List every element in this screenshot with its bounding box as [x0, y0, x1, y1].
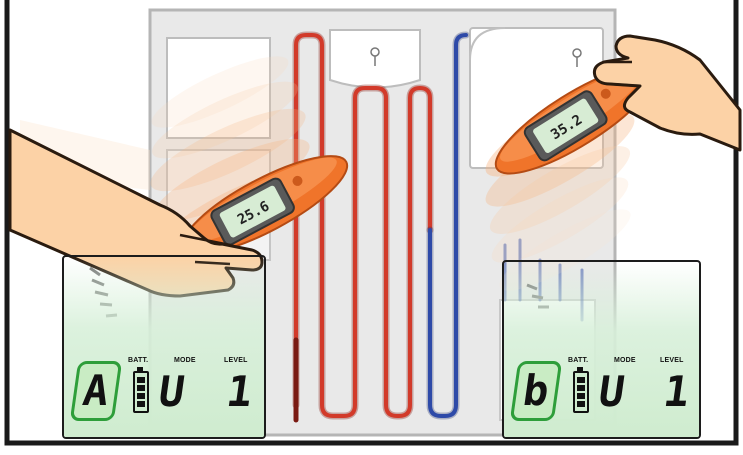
batt-label: BATT.: [128, 357, 149, 364]
channel-indicator: b: [509, 361, 563, 421]
ceiling-fixture-icon: [572, 48, 582, 67]
ceiling-fixture-icon: [370, 47, 380, 66]
left-lcd-panel: A BATT. MODE U LEVEL 1: [62, 255, 266, 439]
outer-frame: [4, 0, 739, 446]
right-hand-icon: [592, 34, 742, 152]
hot-water-loop: [292, 31, 434, 423]
right-lcd-panel: b BATT. MODE U LEVEL 1: [502, 260, 701, 439]
level-label: LEVEL: [660, 357, 684, 364]
level-label: LEVEL: [224, 357, 248, 364]
level-value: 1: [223, 367, 256, 416]
mode-label: MODE: [614, 357, 636, 364]
level-value: 1: [660, 367, 693, 416]
left-detector-device-icon: 25.6: [181, 155, 349, 255]
channel-indicator: A: [69, 361, 123, 421]
batt-label: BATT.: [568, 357, 589, 364]
mode-value: U: [595, 367, 628, 416]
right-detector-device-icon: 35.2: [494, 65, 656, 175]
battery-icon: [133, 367, 149, 413]
mode-label: MODE: [174, 357, 196, 364]
mode-value: U: [155, 367, 188, 416]
room-left-top: [166, 37, 271, 139]
battery-icon: [573, 367, 589, 413]
